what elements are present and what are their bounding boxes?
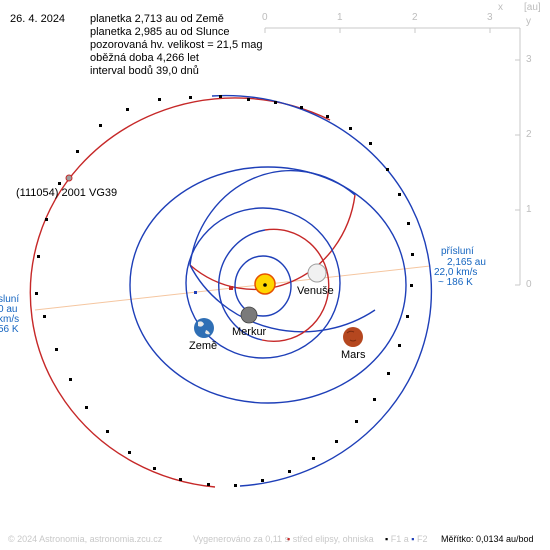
venus-orbit-blue (218, 229, 266, 341)
mars-icon (343, 327, 363, 347)
info-magnitude: pozorovaná hv. velikost = 21,5 mag (90, 39, 263, 51)
earth-icon (194, 318, 214, 338)
x-axis-ticks (264, 28, 491, 33)
earth-label: Země (189, 340, 218, 352)
info-distance-sun: planetka 2,985 au od Slunce (90, 26, 230, 38)
y-tick-0: 0 (526, 279, 532, 290)
legend-f1-text: F1 a (390, 534, 409, 544)
y-tick-1: 1 (526, 204, 532, 215)
y-axis-ticks (515, 59, 520, 286)
perihelion-speed: 22,0 km/s (434, 267, 478, 278)
asteroid-orbit-blue (211, 94, 433, 487)
info-period: oběžná doba 4,266 let (90, 52, 199, 64)
x-tick-3: 3 (487, 12, 493, 23)
y-tick-2: 2 (526, 129, 532, 140)
mercury-label: Merkur (232, 326, 267, 338)
mars-label: Mars (341, 349, 366, 361)
ellipse-center-marker (229, 286, 233, 290)
y-tick-3: 3 (526, 54, 532, 65)
mercury-icon (240, 306, 258, 324)
x-tick-0: 0 (262, 12, 268, 23)
footer-generated: Vygenerováno za 0,11 s (193, 534, 290, 544)
asteroid-name: (111054) 2001 VG39 (16, 187, 118, 199)
mercury-orbit (234, 255, 292, 317)
info-interval: interval bodů 39,0 dnů (90, 65, 199, 77)
perihelion-label: přísluní (441, 246, 474, 257)
footer-copyright: © 2024 Astronomia, astronomia.zcu.cz (8, 534, 163, 544)
mars-orbit-blue (189, 169, 356, 266)
legend-f2-text: F2 (416, 534, 428, 544)
aphelion-distance: 0 au (0, 304, 18, 315)
venus-icon (307, 263, 327, 283)
venus-orbit (261, 228, 330, 342)
legend-center-text: střed elipsy, ohniska (292, 534, 374, 544)
perihelion-distance: 2,165 au (447, 257, 486, 268)
asteroid-icon (65, 174, 73, 182)
aphelion-label: sluní (0, 294, 20, 305)
footer-scale: Měřítko: 0,0134 au/bod (441, 534, 534, 544)
x-tick-2: 2 (412, 12, 418, 23)
x-tick-1: 1 (337, 12, 343, 23)
asteroid-orbit-red (29, 97, 331, 488)
earth-orbit (185, 207, 341, 359)
x-axis-label: x (498, 2, 503, 13)
y-axis-label: y (526, 16, 531, 27)
aphelion-speed: km/s (0, 314, 20, 325)
footer-center-legend: ▪ střed elipsy, ohniska (287, 534, 374, 544)
info-distance-earth: planetka 2,713 au od Země (90, 13, 224, 25)
perihelion-temp: ~ 186 K (438, 277, 473, 288)
date-label: 26. 4. 2024 (10, 13, 66, 25)
orbit-points (35, 95, 414, 487)
mars-orbit-blue-lower (189, 264, 376, 333)
venus-label: Venuše (297, 285, 334, 297)
mars-orbit (129, 166, 407, 404)
unit-label: [au] (524, 2, 541, 13)
focus-f2-marker (194, 291, 197, 294)
footer-focus-legend: ▪ F1 a ▪ F2 (385, 534, 428, 544)
aphelion-temp: 56 K (0, 324, 19, 335)
